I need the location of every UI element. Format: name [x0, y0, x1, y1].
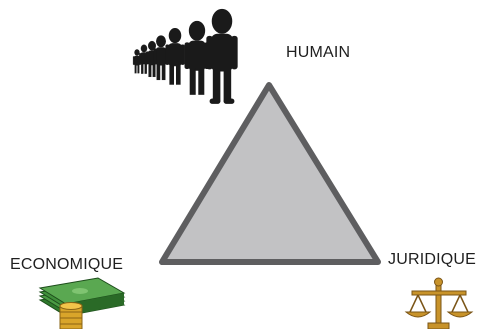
- money-stack-icon: [38, 277, 126, 330]
- people-row-icon: [132, 8, 238, 104]
- scales-of-justice-icon: [404, 277, 474, 330]
- label-humain: HUMAIN: [286, 44, 351, 61]
- label-juridique: JURIDIQUE: [388, 251, 477, 268]
- label-economique: ECONOMIQUE: [10, 256, 124, 273]
- triangle-shape: [159, 82, 381, 265]
